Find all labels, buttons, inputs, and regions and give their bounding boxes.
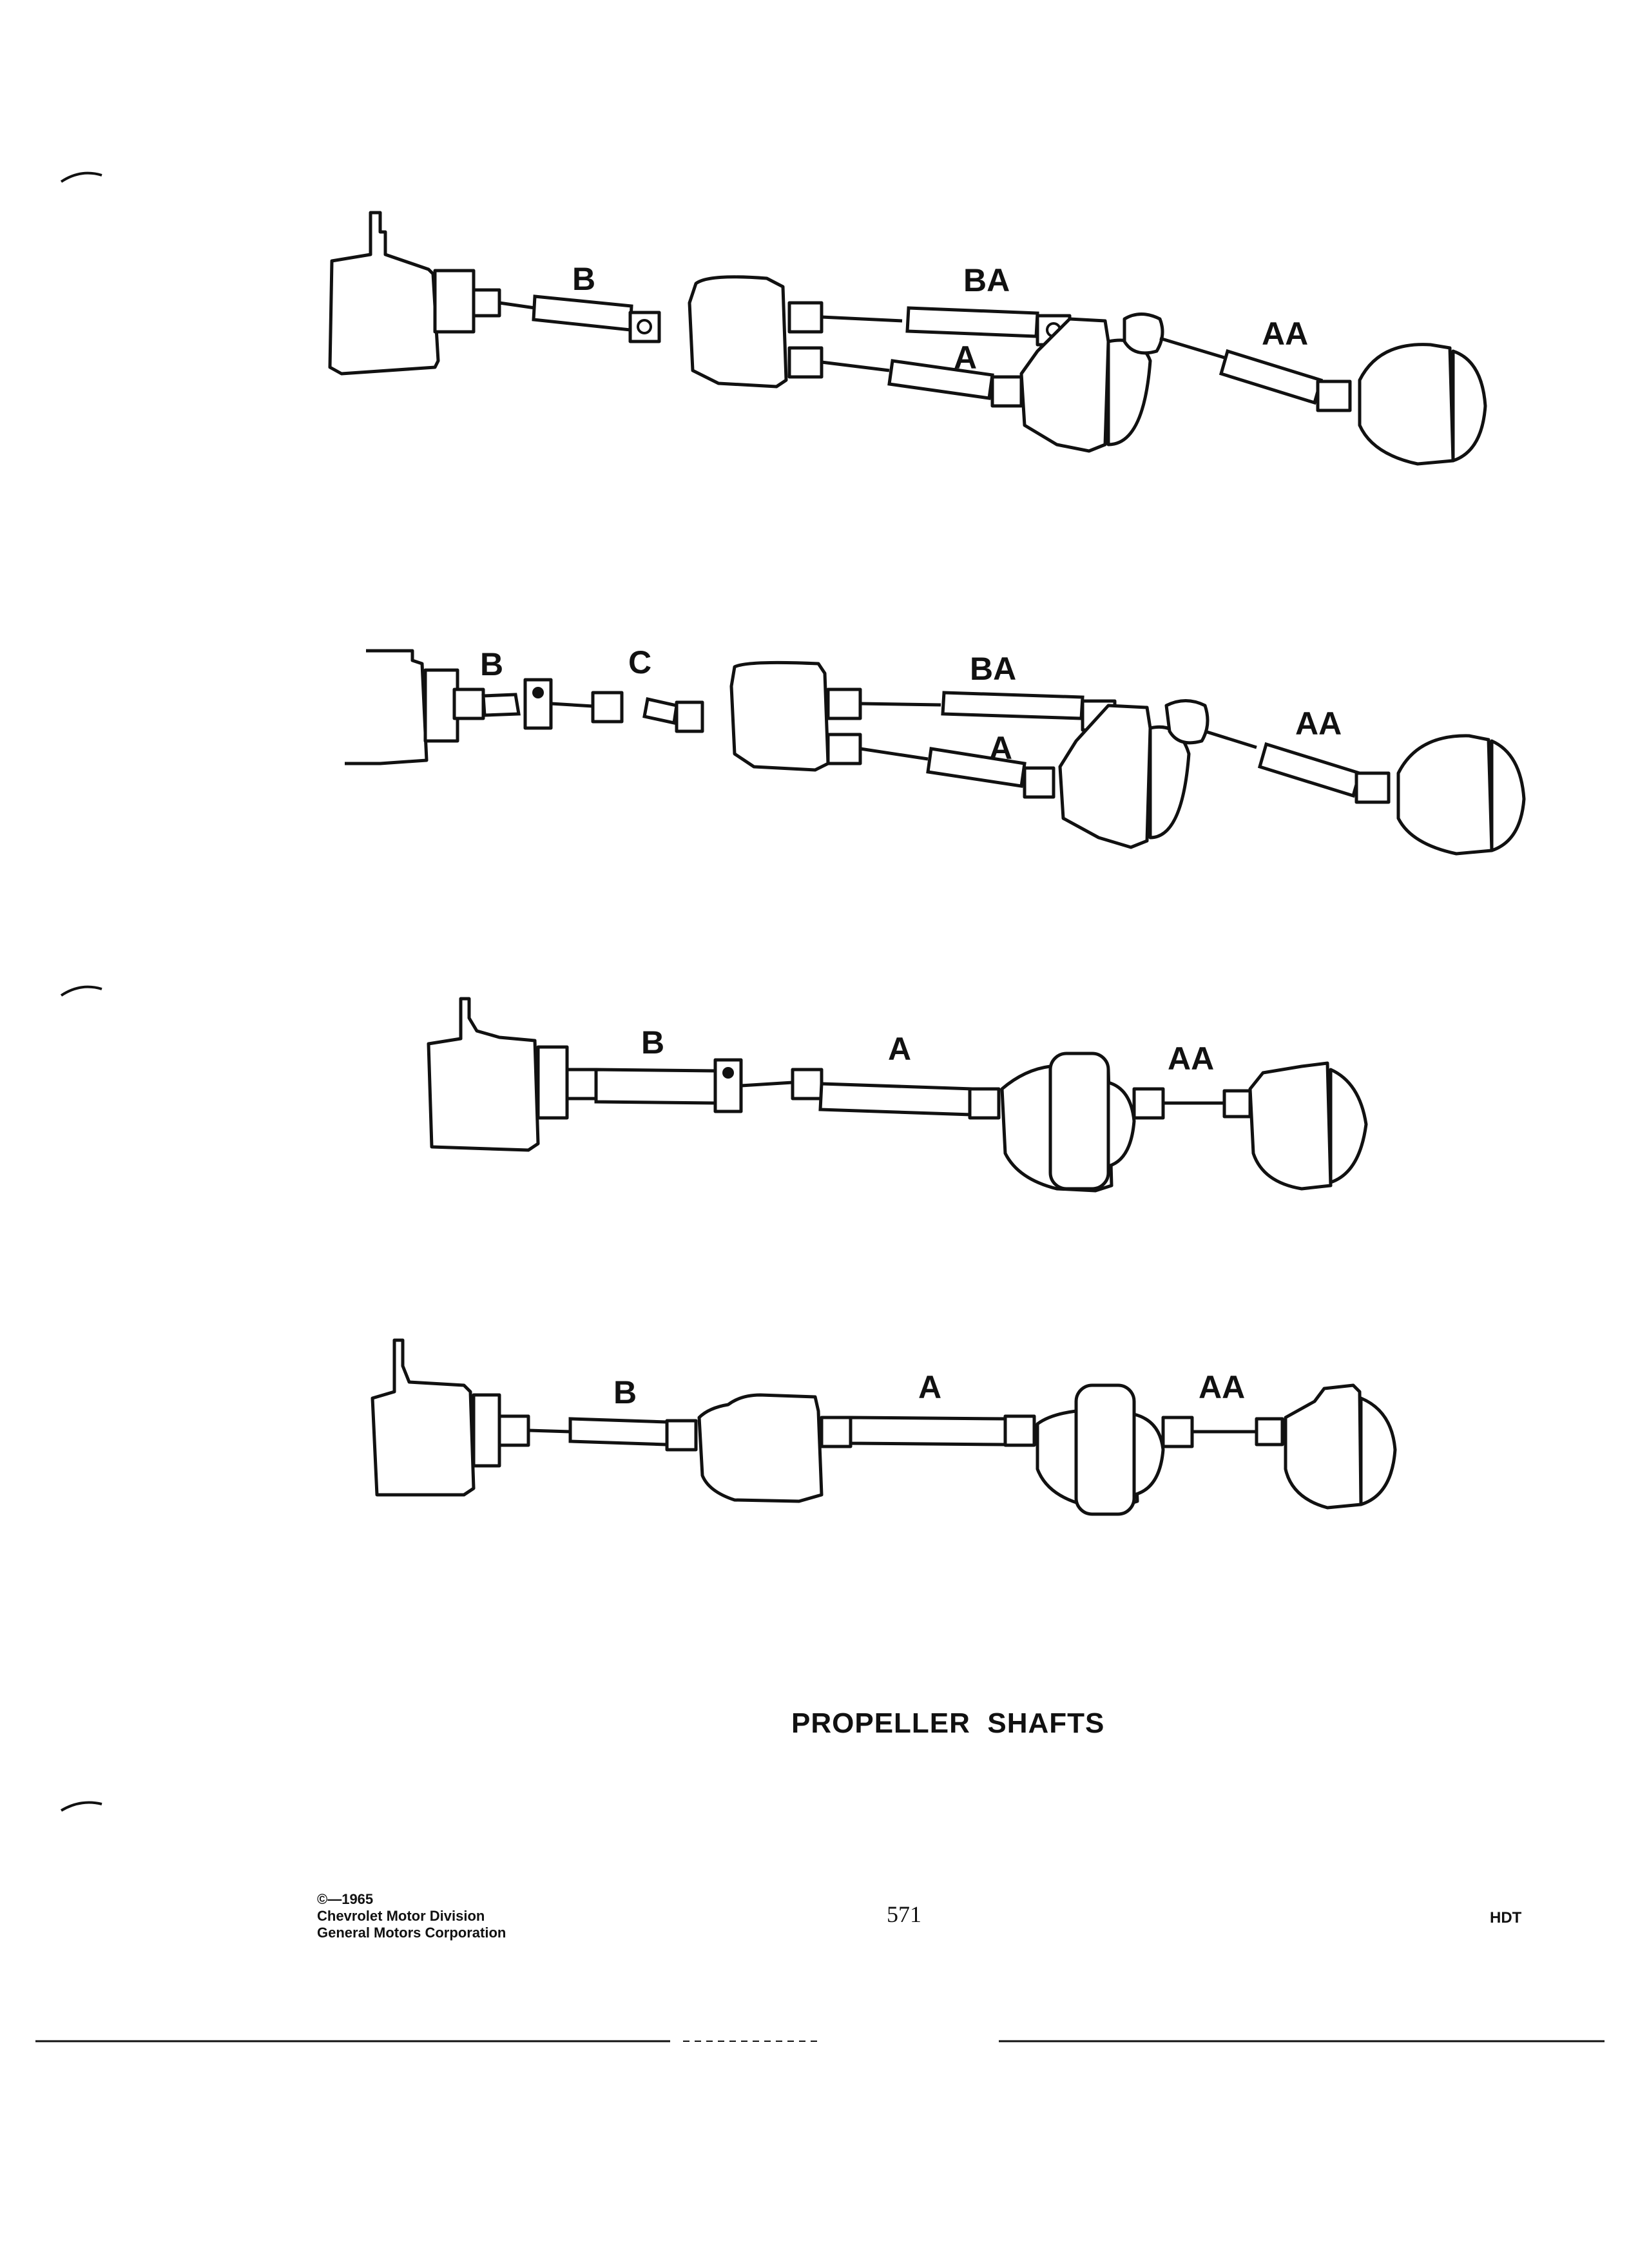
label-aa: AA [1295, 706, 1342, 742]
shaft-aa [1132, 1087, 1252, 1120]
shaft-b [472, 288, 661, 343]
forward-axle [1036, 1383, 1165, 1516]
shaft-a [740, 1068, 1001, 1120]
page-title: PROPELLER SHAFTS [791, 1707, 1105, 1739]
rear-axle [1358, 343, 1487, 466]
forward-axle [1000, 1052, 1136, 1193]
diagram-1: B BA A AA [328, 211, 1487, 466]
copyright-corporation: General Motors Corporation [317, 1925, 506, 1941]
copyright-year: ©—1965 [317, 1891, 374, 1907]
label-aa: AA [1262, 316, 1308, 352]
shaft-c [550, 691, 704, 733]
copyright-division: Chevrolet Motor Division [317, 1908, 485, 1924]
shaft-aa [1123, 312, 1352, 412]
shaft-a [787, 346, 1023, 408]
rear-axle [1248, 1061, 1368, 1191]
binder-mark [60, 171, 102, 183]
forward-axle [1019, 317, 1152, 453]
binder-mark [60, 1801, 102, 1812]
label-a: A [989, 730, 1012, 766]
label-a: A [918, 1369, 941, 1405]
shaft-ba [787, 301, 1072, 347]
label-ba: BA [963, 262, 1010, 298]
shaft-b [452, 678, 553, 730]
forward-axle [1058, 704, 1191, 849]
transmission [371, 1338, 501, 1497]
label-b: B [641, 1024, 664, 1061]
shaft-b [497, 1414, 698, 1452]
label-a: A [954, 340, 977, 376]
label-a: A [888, 1031, 911, 1067]
transmission [345, 649, 459, 765]
page-number: 571 [887, 1901, 921, 1927]
transfer-case [729, 660, 830, 772]
shaft-a [820, 1414, 1036, 1448]
diagram-2: B C BA A AA [345, 644, 1526, 856]
section-code: HDT [1490, 1909, 1522, 1927]
transmission [328, 211, 476, 376]
diagram-3: B A AA [427, 997, 1368, 1193]
label-b: B [480, 646, 503, 682]
label-aa: AA [1199, 1369, 1245, 1405]
copyright-block: ©—1965 Chevrolet Motor Division General … [317, 1891, 506, 1941]
label-aa: AA [1168, 1041, 1214, 1077]
transmission [427, 997, 569, 1152]
shaft-aa [1164, 699, 1391, 804]
shaft-ba [826, 687, 1117, 732]
rear-axle [1396, 734, 1526, 856]
label-ba: BA [970, 651, 1016, 687]
label-b: B [572, 261, 595, 297]
shaft-a [826, 733, 1055, 799]
binder-mark [60, 985, 102, 997]
rear-axle [1284, 1383, 1397, 1510]
label-c: C [628, 644, 651, 680]
diagram-4: B A AA [371, 1338, 1397, 1516]
label-b: B [613, 1374, 637, 1410]
shaft-aa [1161, 1416, 1284, 1448]
transfer-case [688, 275, 788, 389]
transfer-case [697, 1393, 824, 1503]
shaft-b [565, 1058, 743, 1113]
